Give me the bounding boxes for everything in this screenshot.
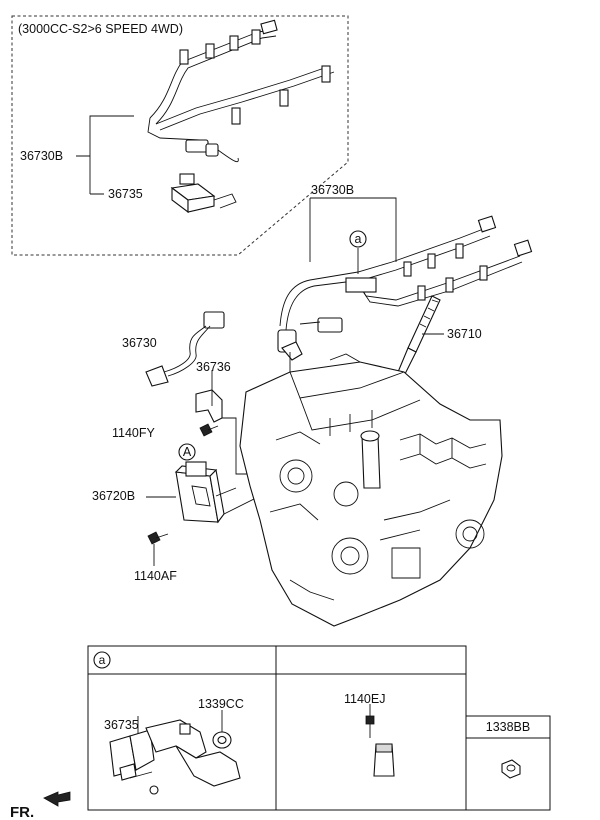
- bottom-table: a 36735 1339CC 1140EJ 1: [87, 645, 551, 811]
- cell-1-label-a: 36735: [104, 718, 139, 732]
- main-harness: [277, 215, 533, 361]
- variant-harness-drawing: [147, 19, 335, 163]
- variant-box-outline: [11, 15, 349, 256]
- bolt-1140fy-drawing: [199, 423, 219, 437]
- cell-1-bracket-drawing: [109, 719, 241, 795]
- callout-harness: 36730B: [311, 183, 354, 197]
- harness-leader: [309, 197, 397, 274]
- marker-controller-a-circle: [178, 443, 196, 461]
- direction-label: FR.: [10, 804, 34, 820]
- front-arrow-icon: [43, 791, 71, 807]
- variant-leader-lines: [76, 115, 134, 195]
- sensor-harness-drawing: [145, 311, 225, 387]
- table-header-marker: a: [99, 653, 106, 667]
- callout-sensor-harness: 36730: [122, 336, 157, 350]
- table-grid: [88, 646, 466, 810]
- bolt-1140af-drawing: [147, 531, 169, 545]
- variant-box: (3000CC-S2>6 SPEED 4WD): [11, 15, 349, 256]
- callout-glow-plug: 36710: [447, 327, 482, 341]
- cell-2-label: 1140EJ: [344, 692, 385, 706]
- cell-1-grommet-drawing: [212, 731, 232, 749]
- callout-controller: 36720B: [92, 489, 135, 503]
- cell-3-nut-drawing: [501, 759, 521, 779]
- marker-lower-a: a: [355, 232, 362, 246]
- cell-1-label-b: 1339CC: [198, 697, 244, 711]
- table-outline: [87, 645, 467, 811]
- callout-bolt-bottom: 1140AF: [134, 569, 177, 583]
- callout-bolt-top: 1140FY: [112, 426, 156, 440]
- table-marker-circle: [93, 651, 111, 669]
- variant-bracket-drawing: [170, 173, 237, 214]
- cell-3-label: 1338BB: [486, 720, 530, 734]
- engine-block-drawing: [239, 353, 503, 627]
- marker-lower-a-circle: [349, 230, 367, 248]
- cell-2-bolt-drawing: [365, 715, 395, 777]
- variant-label-bracket: 36735: [108, 187, 143, 201]
- bracket-36736-drawing: [195, 389, 223, 423]
- variant-label-harness: 36730B: [20, 149, 63, 163]
- cell-1-leaders: [137, 710, 223, 734]
- callout-bracket: 36736: [196, 360, 231, 374]
- cell-3-box: [466, 715, 551, 811]
- glow-plug-drawing: [397, 295, 441, 377]
- marker-controller-a: A: [183, 445, 192, 459]
- variant-box-title: (3000CC-S2>6 SPEED 4WD): [18, 22, 183, 36]
